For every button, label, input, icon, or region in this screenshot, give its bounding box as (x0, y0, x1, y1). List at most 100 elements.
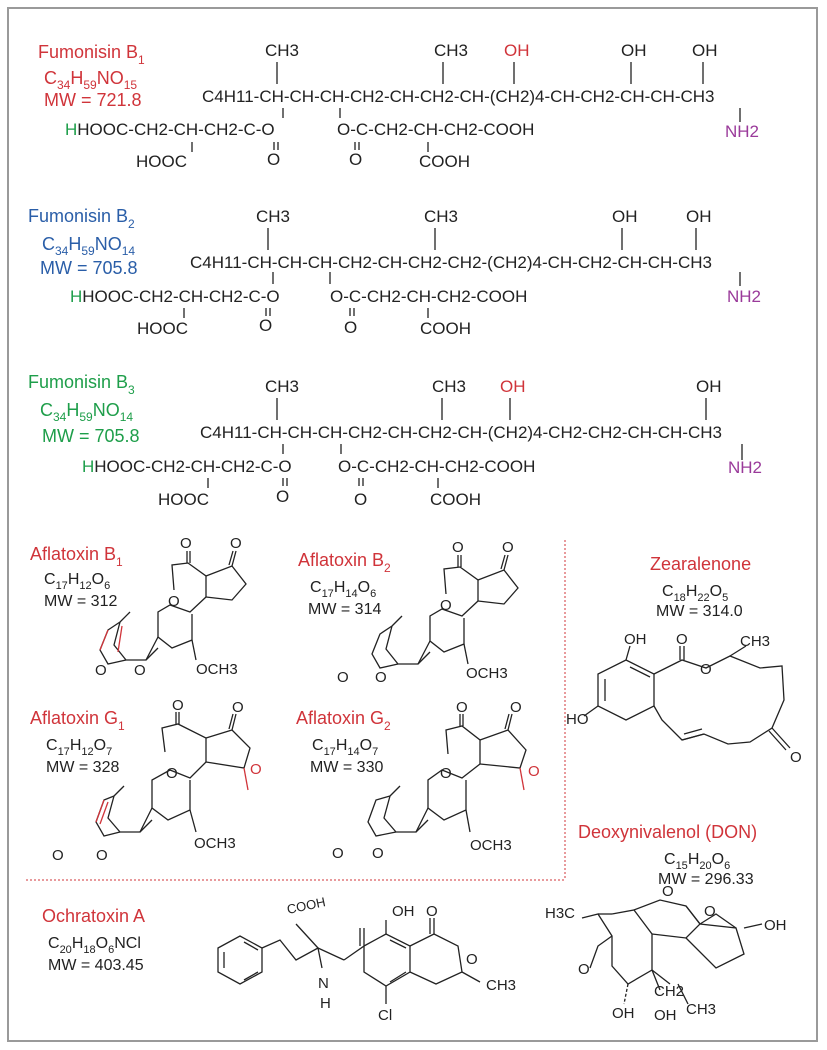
fumonisin-b2: Fumonisin B2 C34H59NO14 MW = 705.8 CH3 C… (28, 206, 761, 338)
fb3-ch3-b: CH3 (432, 377, 466, 396)
fb2-hooc: HOOC (137, 319, 188, 338)
fb1-oh-b: OH (621, 41, 647, 60)
fb3-amine: NH2 (728, 458, 762, 477)
fb3-ester-right: O-C-CH2-CH-CH2-COOH (338, 457, 535, 476)
zearalenone-skeleton (583, 645, 791, 751)
zea-o-carbonyl: O (676, 631, 688, 648)
af-g2-och3: OCH3 (470, 837, 512, 854)
aflatoxin-g2-skeleton (367, 713, 527, 837)
fb2-main-chain: C4H11-CH-CH-CH-CH2-CH-CH2-CH2-(CH2)4-CH-… (190, 253, 712, 272)
fb3-ch3-a: CH3 (265, 377, 299, 396)
zearalenone: Zearalenone C18H22O5 MW = 314.0 OH HO O … (566, 554, 802, 766)
fb2-amine: NH2 (727, 287, 761, 306)
ochra-h: H (320, 995, 331, 1012)
fb2-ch3-b: CH3 (424, 207, 458, 226)
aflatoxin-g2-name: Aflatoxin G2 (296, 708, 391, 733)
fumonisin-b3-formula: C34H59NO14 (40, 400, 133, 424)
fumonisin-b1-formula: C34H59NO15 (44, 68, 137, 92)
ochra-cooh: COOH (286, 894, 327, 917)
fb2-oh-b: OH (686, 207, 712, 226)
fb1-ester-left: HHOOC-CH2-CH-CH2-C-O (65, 120, 275, 139)
don-oh-2: OH (612, 1005, 635, 1022)
ochra-cl: Cl (378, 1007, 392, 1024)
fumonisin-b3-mw: MW = 705.8 (42, 426, 140, 446)
aflatoxin-b1-name: Aflatoxin B1 (30, 544, 123, 569)
ochratoxin-a: Ochratoxin A C20H18O6NCl MW = 403.45 COO… (42, 894, 516, 1024)
zearalenone-name: Zearalenone (650, 554, 751, 574)
fumonisin-b3: Fumonisin B3 C34H59NO14 MW = 705.8 CH3 C… (28, 372, 762, 509)
fb1-amine: NH2 (725, 122, 759, 141)
don-mw: MW = 296.33 (658, 871, 754, 888)
aflatoxin-b2-mw: MW = 314 (308, 601, 381, 618)
ochra-oh: OH (392, 903, 415, 920)
fb1-cooh: COOH (419, 152, 470, 171)
af-b2-o5: O (375, 669, 387, 686)
aflatoxin-b1-skeleton (99, 550, 247, 665)
fb1-ch3-b: CH3 (434, 41, 468, 60)
af-g1-o1: O (172, 697, 184, 714)
aflatoxin-g2: Aflatoxin G2 C17H14O7 MW = 330 O O O O O… (296, 699, 540, 862)
aflatoxin-b2: Aflatoxin B2 C17H14O6 MW = 314 O O O O O… (298, 539, 519, 686)
af-b2-o4: O (337, 669, 349, 686)
af-g2-o-lactone: O (528, 763, 540, 780)
fb3-carbonyl-o1: O (276, 487, 289, 506)
aflatoxin-b1-mw: MW = 312 (44, 593, 117, 610)
don-name: Deoxynivalenol (DON) (578, 822, 757, 842)
af-b1-o3: O (168, 593, 180, 610)
fumonisin-b1: Fumonisin B1 C34H59NO15 MW = 721.8 CH3 C… (38, 41, 759, 171)
af-g1-och3: OCH3 (194, 835, 236, 852)
ochratoxin-formula: C20H18O6NCl (48, 935, 141, 956)
af-b2-o1: O (452, 539, 464, 556)
don-formula: C15H20O6 (664, 851, 730, 872)
fb2-oh-a: OH (612, 207, 638, 226)
af-g1-o4: O (52, 847, 64, 864)
aflatoxin-b1-formula: C17H12O6 (44, 571, 110, 592)
fb3-oh-b: OH (696, 377, 722, 396)
don-oh-1: OH (764, 917, 787, 934)
zea-ch3: CH3 (740, 633, 770, 650)
af-g1-o5: O (96, 847, 108, 864)
ochra-ring-o: O (466, 951, 478, 968)
figure-frame (7, 7, 818, 1042)
fb3-carbonyl-o2: O (354, 490, 367, 509)
fb3-cooh: COOH (430, 490, 481, 509)
fumonisin-b3-name: Fumonisin B3 (28, 372, 135, 397)
fb2-carbonyl-o2: O (344, 318, 357, 337)
don-skeleton (581, 899, 763, 1005)
fumonisin-b2-name: Fumonisin B2 (28, 206, 135, 231)
fb2-carbonyl-o1: O (259, 316, 272, 335)
af-g2-o4: O (332, 845, 344, 862)
zea-o-ring: O (700, 661, 712, 678)
aflatoxin-b2-skeleton (371, 554, 519, 669)
fb1-oh-a: OH (504, 41, 530, 60)
af-g2-o5: O (372, 845, 384, 862)
don-h3c: H3C (545, 905, 575, 922)
fb1-carbonyl-o2: O (349, 150, 362, 169)
aflatoxin-g1-mw: MW = 328 (46, 759, 119, 776)
fb3-ester-left: HHOOC-CH2-CH-CH2-C-O (82, 457, 292, 476)
don-oh-3: OH (654, 1007, 677, 1024)
don-ch2: CH2 (654, 983, 684, 1000)
af-g1-o3: O (166, 765, 178, 782)
fb3-main-chain: C4H11-CH-CH-CH-CH2-CH-CH2-CH-(CH2)4-CH2-… (200, 423, 722, 442)
af-g1-o-lactone: O (250, 761, 262, 778)
af-b1-och3: OCH3 (196, 661, 238, 678)
af-g2-o3: O (440, 765, 452, 782)
ochra-ch3: CH3 (486, 977, 516, 994)
fumonisin-b2-formula: C34H59NO14 (42, 234, 135, 258)
ochra-n: N (318, 975, 329, 992)
ochra-carbonyl-o: O (426, 903, 438, 920)
aflatoxin-g1-name: Aflatoxin G1 (30, 708, 125, 733)
aflatoxin-b1: Aflatoxin B1 C17H12O6 MW = 312 O O O O O… (30, 535, 247, 679)
fb1-ester-right: O-C-CH2-CH-CH2-COOH (337, 120, 534, 139)
zearalenone-mw: MW = 314.0 (656, 603, 743, 620)
fb2-cooh: COOH (420, 319, 471, 338)
zearalenone-formula: C18H22O5 (662, 583, 728, 604)
fb2-ester-right: O-C-CH2-CH-CH2-COOH (330, 287, 527, 306)
aflatoxin-g2-mw: MW = 330 (310, 759, 383, 776)
aflatoxin-g1: Aflatoxin G1 C17H12O7 MW = 328 O O O O O… (30, 697, 262, 864)
don-ring-o: O (662, 883, 674, 900)
don-ch3: CH3 (686, 1001, 716, 1018)
af-b1-o1: O (180, 535, 192, 552)
af-b1-o2: O (230, 535, 242, 552)
